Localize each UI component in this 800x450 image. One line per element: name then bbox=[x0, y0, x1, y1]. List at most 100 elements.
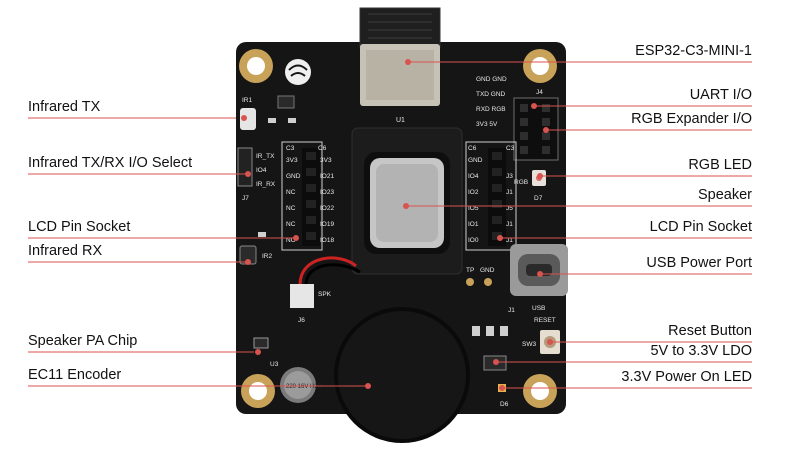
label-speaker: Speaker bbox=[697, 187, 752, 203]
lcd-pin-socket-left bbox=[281, 141, 323, 251]
leader-lines-right bbox=[406, 61, 752, 389]
leader-dots-right bbox=[403, 59, 553, 391]
svg-text:J5: J5 bbox=[506, 205, 513, 212]
svg-text:3V3: 3V3 bbox=[320, 157, 332, 164]
svg-text:3V3: 3V3 bbox=[286, 157, 298, 164]
silk-c6: C6 bbox=[318, 145, 327, 152]
silk-u3: U3 bbox=[270, 361, 279, 368]
silk-spk: SPK bbox=[318, 291, 332, 298]
silk-left-socket-a: 3V3 GND NC NC NC NC bbox=[286, 157, 301, 244]
label-reset-button: Reset Button bbox=[668, 323, 752, 339]
label-ldo: 5V to 3.3V LDO bbox=[650, 343, 752, 359]
speaker bbox=[351, 127, 463, 275]
silk-u1: U1 bbox=[396, 117, 405, 124]
label-ec11-encoder: EC11 Encoder bbox=[28, 367, 122, 383]
label-power-led: 3.3V Power On LED bbox=[621, 369, 752, 385]
silk-usb: USB bbox=[532, 305, 545, 312]
svg-text:J1: J1 bbox=[506, 189, 513, 196]
svg-text:IO23: IO23 bbox=[320, 189, 334, 196]
svg-text:J1: J1 bbox=[506, 221, 513, 228]
speaker-wire-red bbox=[298, 256, 357, 286]
svg-text:J1: J1 bbox=[506, 237, 513, 244]
silk-j4-pins: GND GND TXD GND RXD RGB 3V3 5V bbox=[476, 76, 507, 128]
svg-text:IO18: IO18 bbox=[320, 237, 334, 244]
silk-ir1: IR1 bbox=[242, 97, 253, 104]
svg-text:GND GND: GND GND bbox=[476, 76, 507, 83]
svg-text:TXD GND: TXD GND bbox=[476, 91, 506, 98]
svg-text:IO22: IO22 bbox=[320, 205, 334, 212]
electrolytic-capacitor bbox=[280, 367, 316, 403]
esp32-module bbox=[359, 7, 441, 106]
svg-text:C3: C3 bbox=[506, 145, 515, 152]
svg-text:IO4: IO4 bbox=[468, 173, 479, 180]
speaker-wire-black bbox=[304, 263, 361, 286]
silk-sw3: SW3 bbox=[522, 341, 536, 348]
smd-part bbox=[277, 95, 295, 109]
smd-part bbox=[258, 232, 266, 237]
test-pad bbox=[484, 278, 492, 286]
infrared-io-select-header bbox=[237, 147, 253, 187]
silk-j7: J7 bbox=[242, 195, 249, 202]
label-lcd-pin-socket-left: LCD Pin Socket bbox=[28, 219, 131, 235]
smd-part bbox=[500, 326, 508, 336]
silk-j1: J1 bbox=[508, 307, 515, 314]
mounting-hole-top-left bbox=[239, 49, 273, 83]
svg-text:NC: NC bbox=[286, 221, 296, 228]
svg-text:IO19: IO19 bbox=[320, 221, 334, 228]
leader-lines-left bbox=[28, 117, 368, 387]
uart-rgb-header bbox=[513, 97, 559, 161]
label-infrared-io-select: Infrared TX/RX I/O Select bbox=[28, 155, 193, 171]
silk-d7: D7 bbox=[534, 195, 543, 202]
svg-text:GND: GND bbox=[286, 173, 301, 180]
silk-tp: TP bbox=[466, 267, 474, 274]
silk-gnd: GND bbox=[480, 267, 495, 274]
silk-ir2: IR2 bbox=[262, 253, 273, 260]
mounting-hole-top-right bbox=[523, 49, 557, 83]
label-lcd-pin-socket-right: LCD Pin Socket bbox=[649, 219, 752, 235]
smd-part bbox=[268, 118, 276, 123]
silk-reset: RESET bbox=[534, 317, 556, 324]
infrared-tx-led bbox=[240, 108, 256, 130]
svg-text:3V3 5V: 3V3 5V bbox=[476, 121, 498, 128]
silk-j4: J4 bbox=[536, 89, 543, 96]
silk-left-socket-b: 3V3 IO21 IO23 IO22 IO19 IO18 bbox=[320, 157, 334, 244]
silk-ir-tx: IR_TX bbox=[256, 153, 275, 160]
label-uart-io: UART I/O bbox=[689, 87, 752, 103]
speaker-pa-chip bbox=[253, 337, 269, 349]
svg-text:NC: NC bbox=[286, 205, 296, 212]
test-pad bbox=[466, 278, 474, 286]
silk-io4: IO4 bbox=[256, 167, 267, 174]
svg-text:GND: GND bbox=[468, 157, 483, 164]
speaker-connector bbox=[290, 284, 314, 308]
label-speaker-pa-chip: Speaker PA Chip bbox=[28, 333, 138, 349]
smd-part bbox=[486, 326, 494, 336]
svg-text:NC: NC bbox=[286, 237, 296, 244]
svg-text:J3: J3 bbox=[506, 173, 513, 180]
label-rgb-expander-io: RGB Expander I/O bbox=[631, 111, 752, 127]
mounting-hole-bottom-left bbox=[241, 374, 275, 408]
silk-ir-rx: IR_RX bbox=[256, 181, 276, 188]
lcd-pin-socket-right bbox=[465, 141, 517, 251]
svg-text:IO5: IO5 bbox=[468, 205, 479, 212]
silk-right-socket-b: C3 J3 J1 J5 J1 J1 bbox=[506, 145, 515, 244]
silk-c6: C6 bbox=[468, 145, 477, 152]
silk-right-socket-a: GND IO4 IO2 IO5 IO1 IO0 bbox=[468, 157, 483, 244]
label-rgb-led: RGB LED bbox=[688, 157, 752, 173]
smd-part bbox=[472, 326, 480, 336]
label-usb-power-port: USB Power Port bbox=[646, 255, 752, 271]
espressif-logo-icon bbox=[285, 59, 311, 85]
ec11-encoder bbox=[334, 307, 470, 443]
svg-text:IO0: IO0 bbox=[468, 237, 479, 244]
silk-rgb: RGB bbox=[514, 179, 528, 186]
svg-text:IO21: IO21 bbox=[320, 173, 334, 180]
silk-cap-rating: 220 16V H2B bbox=[286, 384, 322, 390]
mounting-hole-bottom-right bbox=[523, 374, 557, 408]
usb-power-port bbox=[510, 244, 568, 296]
svg-text:IO2: IO2 bbox=[468, 189, 479, 196]
label-infrared-rx: Infrared RX bbox=[28, 243, 103, 259]
svg-text:IO1: IO1 bbox=[468, 221, 479, 228]
svg-text:RXD RGB: RXD RGB bbox=[476, 106, 506, 113]
label-esp32-module: ESP32-C3-MINI-1 bbox=[635, 43, 752, 59]
silk-j6: J6 bbox=[298, 317, 305, 324]
